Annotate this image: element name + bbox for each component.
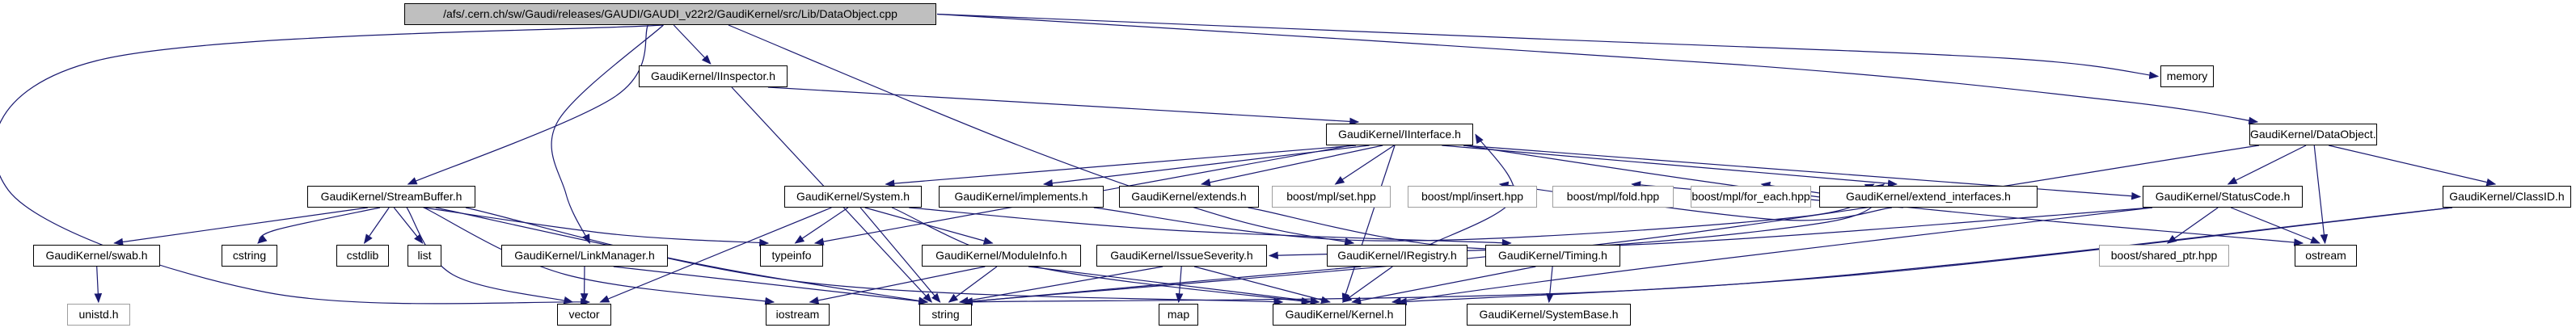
edge-statuscode-to-ostream	[2230, 207, 2321, 244]
edge-classid-to-string	[962, 207, 2453, 306]
edge-title-to-vector	[0, 24, 664, 306]
graph-node-extends[interactable]: GaudiKernel/extends.h	[1119, 186, 1259, 208]
graph-title-node: /afs/.cern.ch/sw/Gaudi/releases/GAUDI/GA…	[404, 3, 936, 25]
edge-system-to-moduleinfo	[864, 207, 994, 245]
graph-node-iinterface[interactable]: GaudiKernel/IInterface.h	[1326, 124, 1473, 145]
edge-system-to-string	[859, 207, 941, 303]
graph-node-mpl_foreach[interactable]: boost/mpl/for_each.hpp	[1691, 186, 1811, 208]
edge-title-to-memory	[936, 13, 2160, 79]
graph-node-unistd[interactable]: unistd.h	[67, 304, 130, 326]
edge-dataobject_h-to-string	[962, 145, 2260, 305]
edge-issueseverity-to-kernel	[1193, 266, 1331, 304]
graph-node-cstring[interactable]: cstring	[222, 245, 277, 267]
edge-title-to-streambuffer	[407, 24, 648, 185]
edge-streambuffer-to-swab	[113, 207, 368, 246]
edge-linkmanager-to-string	[613, 266, 929, 305]
edge-iinterface-to-kernel	[1341, 145, 1396, 304]
edge-streambuffer-to-cstdlib	[363, 207, 390, 244]
edge-timing-to-systembase	[1546, 266, 1554, 304]
graph-node-implements[interactable]: GaudiKernel/implements.h	[939, 186, 1104, 208]
edge-dataobject_h-to-ostream	[2313, 145, 2329, 245]
edge-iinterface-to-mpl_set	[1334, 145, 1395, 185]
edge-dataobject_h-to-classid	[2329, 145, 2497, 187]
graph-node-list[interactable]: list	[408, 245, 441, 267]
graph-node-typeinfo[interactable]: typeinfo	[760, 245, 823, 267]
edge-title-to-iinspector	[673, 24, 712, 65]
edge-statuscode-to-shared_ptr	[2166, 207, 2219, 244]
graph-node-timing[interactable]: GaudiKernel/Timing.h	[1485, 245, 1620, 267]
edge-streambuffer-to-iostream	[423, 207, 775, 305]
edge-moduleinfo-to-iostream	[809, 266, 986, 305]
edge-title-to-iregistry	[728, 24, 1355, 246]
graph-node-kernel[interactable]: GaudiKernel/Kernel.h	[1273, 304, 1406, 326]
graph-node-streambuffer[interactable]: GaudiKernel/StreamBuffer.h	[307, 186, 475, 208]
graph-node-ostream[interactable]: ostream	[2295, 245, 2357, 267]
graph-node-classid[interactable]: GaudiKernel/ClassID.h	[2443, 186, 2571, 208]
graph-node-systembase[interactable]: GaudiKernel/SystemBase.h	[1467, 304, 1631, 326]
edge-streambuffer-to-vector	[406, 207, 574, 305]
edge-statuscode-to-kernel	[1391, 207, 2153, 305]
edge-iinterface-to-system	[885, 145, 1356, 187]
edge-swab-to-unistd	[94, 266, 103, 304]
graph-node-iregistry[interactable]: GaudiKernel/IRegistry.h	[1327, 245, 1467, 267]
graph-node-issueseverity[interactable]: GaudiKernel/IssueSeverity.h	[1096, 245, 1267, 267]
graph-node-iinspector[interactable]: GaudiKernel/IInspector.h	[639, 65, 788, 87]
graph-node-shared_ptr[interactable]: boost/shared_ptr.hpp	[2099, 245, 2229, 267]
graph-node-map[interactable]: map	[1159, 304, 1198, 326]
graph-node-string[interactable]: string	[919, 304, 972, 326]
edge-title-to-linkmanager	[551, 24, 664, 245]
edge-issueseverity-to-string	[958, 266, 1163, 305]
graph-node-swab[interactable]: GaudiKernel/swab.h	[33, 245, 160, 267]
edge-extends-to-extend_interfaces	[1248, 183, 1886, 250]
edge-system-to-typeinfo	[794, 207, 849, 244]
edge-moduleinfo-to-string	[948, 266, 998, 303]
edge-dataobject_h-to-statuscode	[2227, 145, 2307, 185]
edge-streambuffer-to-typeinfo	[423, 207, 770, 247]
graph-node-moduleinfo[interactable]: GaudiKernel/ModuleInfo.h	[922, 245, 1081, 267]
graph-node-dataobject_h[interactable]: GaudiKernel/DataObject.h	[2249, 124, 2377, 145]
edge-system-to-timing	[909, 207, 1512, 247]
graph-node-mpl_fold[interactable]: boost/mpl/fold.hpp	[1552, 186, 1674, 208]
graph-node-vector[interactable]: vector	[557, 304, 611, 326]
edge-streambuffer-to-list	[393, 207, 424, 244]
graph-node-iostream[interactable]: iostream	[766, 304, 830, 326]
edge-system-to-kernel	[891, 207, 1311, 305]
graph-node-linkmanager[interactable]: GaudiKernel/LinkManager.h	[501, 245, 668, 267]
edge-title-to-dataobject_h	[936, 13, 2259, 125]
graph-node-memory[interactable]: memory	[2160, 65, 2214, 87]
edge-timing-to-kernel	[1351, 266, 1536, 305]
edge-streambuffer-to-kernel	[465, 207, 1284, 306]
graph-node-mpl_set[interactable]: boost/mpl/set.hpp	[1272, 186, 1391, 208]
graph-node-system[interactable]: GaudiKernel/System.h	[784, 186, 922, 208]
edge-iregistry-to-kernel	[1341, 266, 1393, 303]
edge-system-to-vector	[599, 207, 832, 303]
edge-streambuffer-to-cstring	[257, 207, 381, 244]
edge-iinterface-to-extends	[1200, 145, 1383, 187]
graph-node-mpl_insert[interactable]: boost/mpl/insert.hpp	[1408, 186, 1537, 208]
graph-node-extend_interfaces[interactable]: GaudiKernel/extend_interfaces.h	[1819, 186, 2038, 208]
edge-iinspector-to-iinterface	[767, 86, 1360, 126]
edge-streambuffer-to-string	[435, 207, 929, 305]
graph-node-statuscode[interactable]: GaudiKernel/StatusCode.h	[2143, 186, 2303, 208]
edge-iinterface-to-extend_interfaces	[1442, 145, 1898, 187]
graph-node-cstdlib[interactable]: cstdlib	[336, 245, 389, 267]
